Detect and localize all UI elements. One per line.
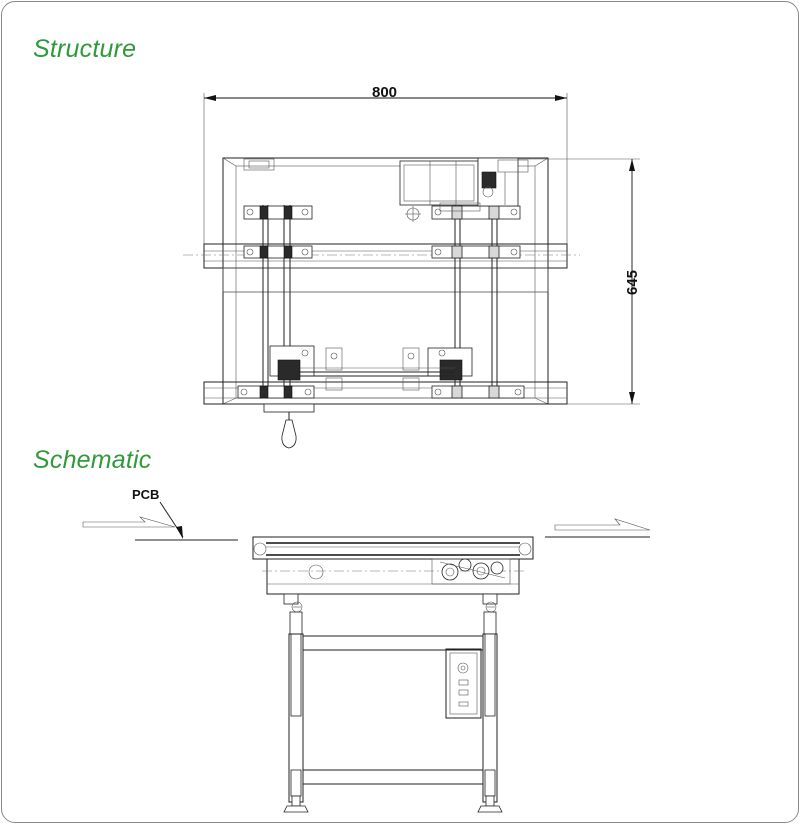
stand-legs <box>288 611 498 803</box>
width-dimension: 800 <box>203 84 568 262</box>
width-dimension-label: 800 <box>372 84 397 101</box>
pcb-in-arrow: PCB <box>82 487 238 541</box>
structure-title: Structure <box>33 35 137 63</box>
structure-drawing: 800 645 <box>183 84 641 449</box>
height-dimension-label: 645 <box>624 270 641 295</box>
crank-handle <box>263 403 315 449</box>
schematic-title: Schematic <box>33 446 152 474</box>
schematic-drawing: PCB <box>82 487 651 813</box>
pcb-out-arrow <box>545 518 651 538</box>
pcb-label: PCB <box>132 487 159 502</box>
height-dimension: 645 <box>490 158 641 405</box>
motor-assembly <box>399 157 529 212</box>
control-box <box>445 648 482 719</box>
